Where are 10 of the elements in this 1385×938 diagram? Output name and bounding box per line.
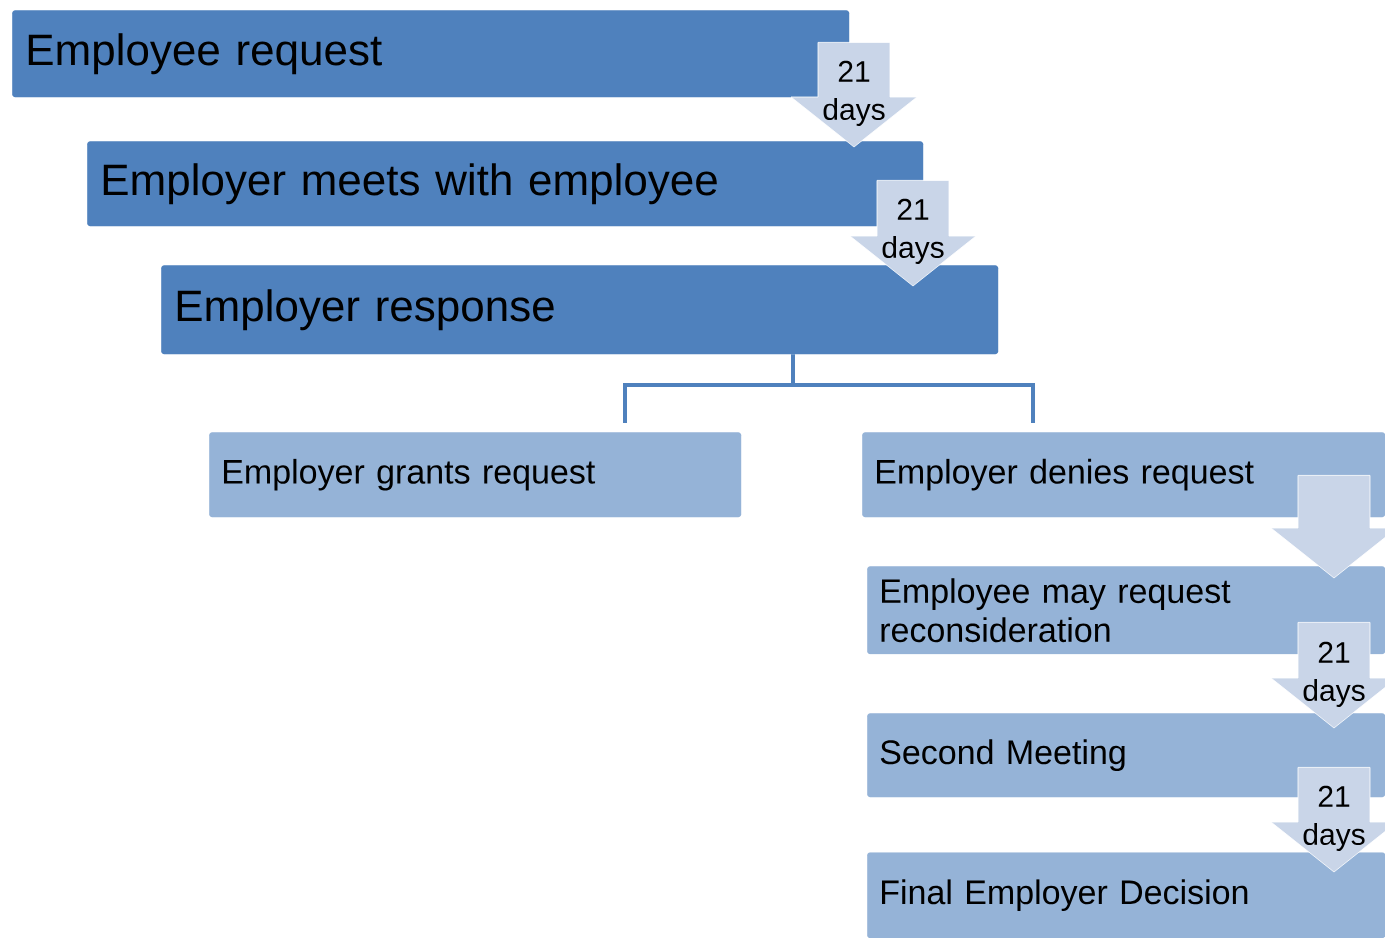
block-arrow	[849, 180, 977, 287]
step-box: Employer response	[161, 265, 999, 355]
process-box: Employer denies request	[862, 432, 1385, 518]
block-arrow	[1270, 475, 1385, 579]
bracket-line	[791, 354, 1035, 423]
block-arrow	[1270, 767, 1385, 873]
block-arrow	[1270, 622, 1385, 729]
process-box: Final Employer Decision	[867, 852, 1385, 938]
process-box: Employer grants request	[209, 432, 742, 518]
block-arrow	[790, 42, 918, 148]
